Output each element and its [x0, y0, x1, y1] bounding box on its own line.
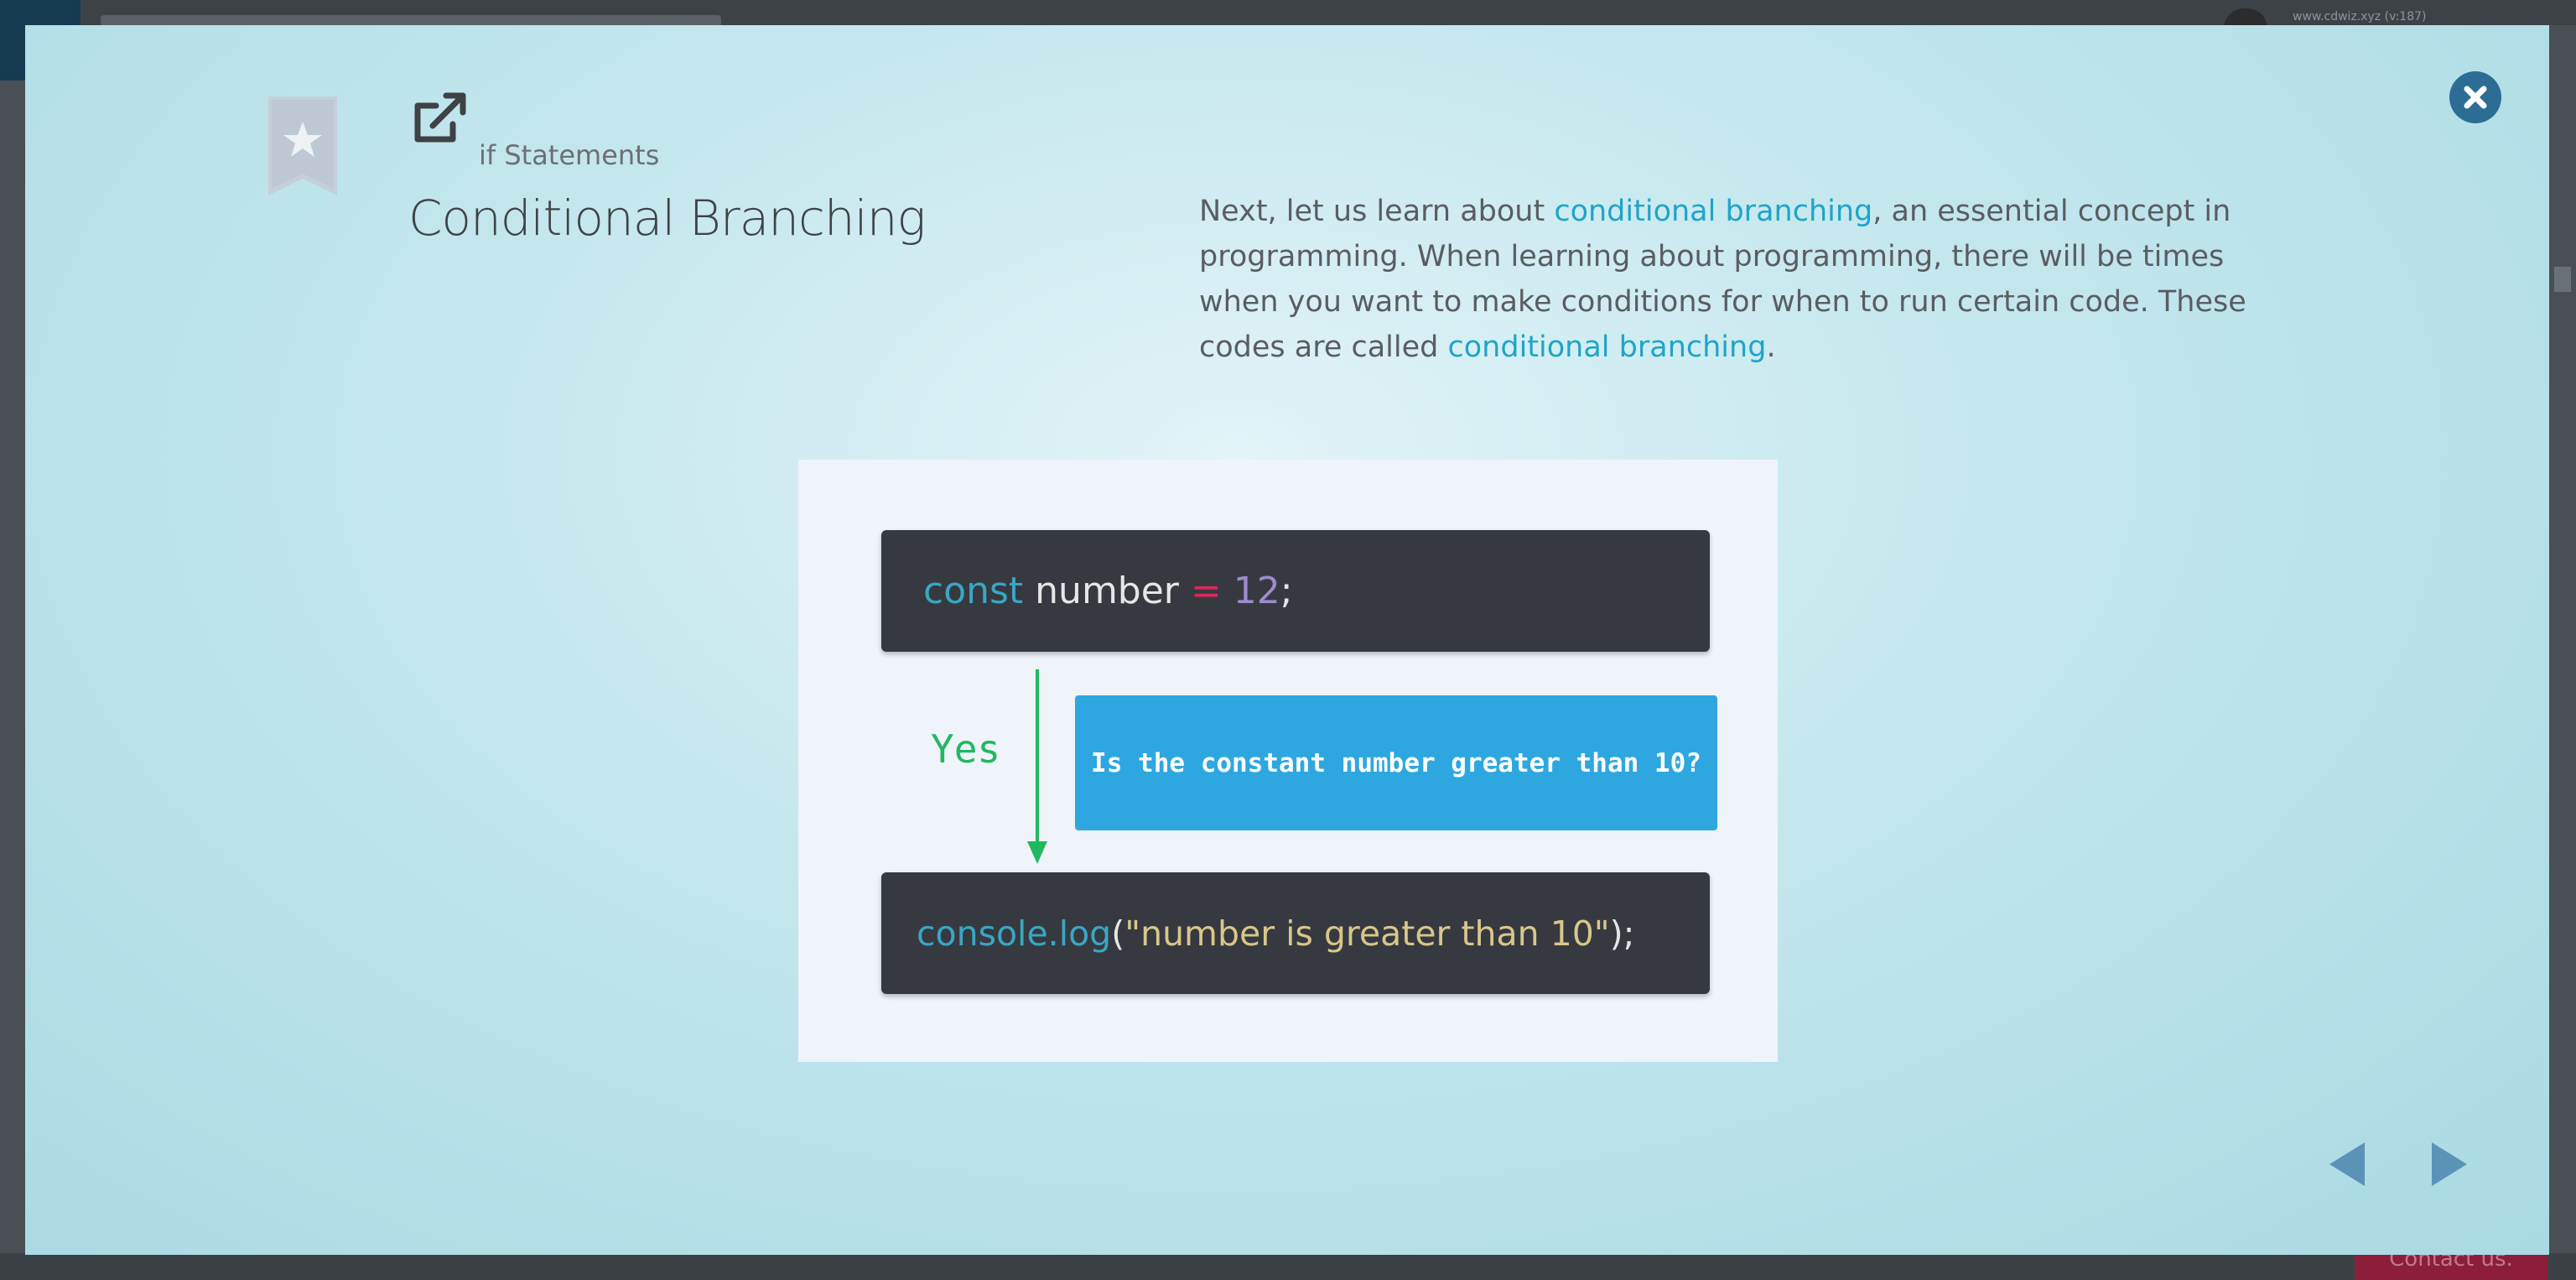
code-semicolon: ;: [1280, 570, 1293, 612]
code-block-console: console.log("number is greater than 10")…: [881, 872, 1710, 994]
background-scrollbar: [2554, 267, 2571, 292]
external-link-icon[interactable]: [411, 91, 470, 146]
code-block-declaration: const number = 12;: [881, 530, 1710, 652]
previous-slide-button[interactable]: [2326, 1141, 2368, 1188]
code-paren: (: [1111, 913, 1125, 954]
glossary-link[interactable]: conditional branching: [1447, 330, 1767, 364]
code-number: 12: [1221, 570, 1280, 612]
code-string: "number is greater than 10": [1124, 913, 1610, 954]
next-slide-button[interactable]: [2428, 1141, 2470, 1188]
close-button[interactable]: [2449, 71, 2501, 123]
lesson-illustration: const number = 12; Yes Is the constant n…: [798, 460, 1778, 1062]
star-bookmark-icon[interactable]: [268, 96, 337, 195]
background-url: www.cdwiz.xyz (v:187): [2293, 10, 2427, 23]
lesson-category: if Statements: [479, 139, 660, 171]
code-operator: =: [1190, 570, 1222, 612]
code-identifier: number: [1023, 570, 1191, 612]
code-keyword: const: [923, 570, 1024, 612]
description-text: , an essential concept in programming. W…: [1199, 195, 2246, 364]
down-arrow-icon: [1027, 669, 1047, 864]
description-text: .: [1766, 330, 1776, 364]
close-icon: [2464, 86, 2487, 109]
glossary-link[interactable]: conditional branching: [1554, 195, 1873, 228]
lesson-modal: if Statements Conditional Branching Next…: [25, 25, 2549, 1255]
yes-label: Yes: [931, 726, 1001, 772]
page-title: Conditional Branching: [408, 190, 926, 247]
background-bottom-bar: [0, 1253, 2576, 1280]
code-object: console.log: [917, 913, 1112, 954]
lesson-description: Next, let us learn about conditional bra…: [1199, 189, 2289, 370]
description-text: Next, let us learn about: [1199, 195, 1555, 228]
condition-box: Is the constant number greater than 10?: [1075, 695, 1717, 830]
background-search-bar: [101, 15, 721, 27]
code-close: );: [1609, 913, 1635, 954]
